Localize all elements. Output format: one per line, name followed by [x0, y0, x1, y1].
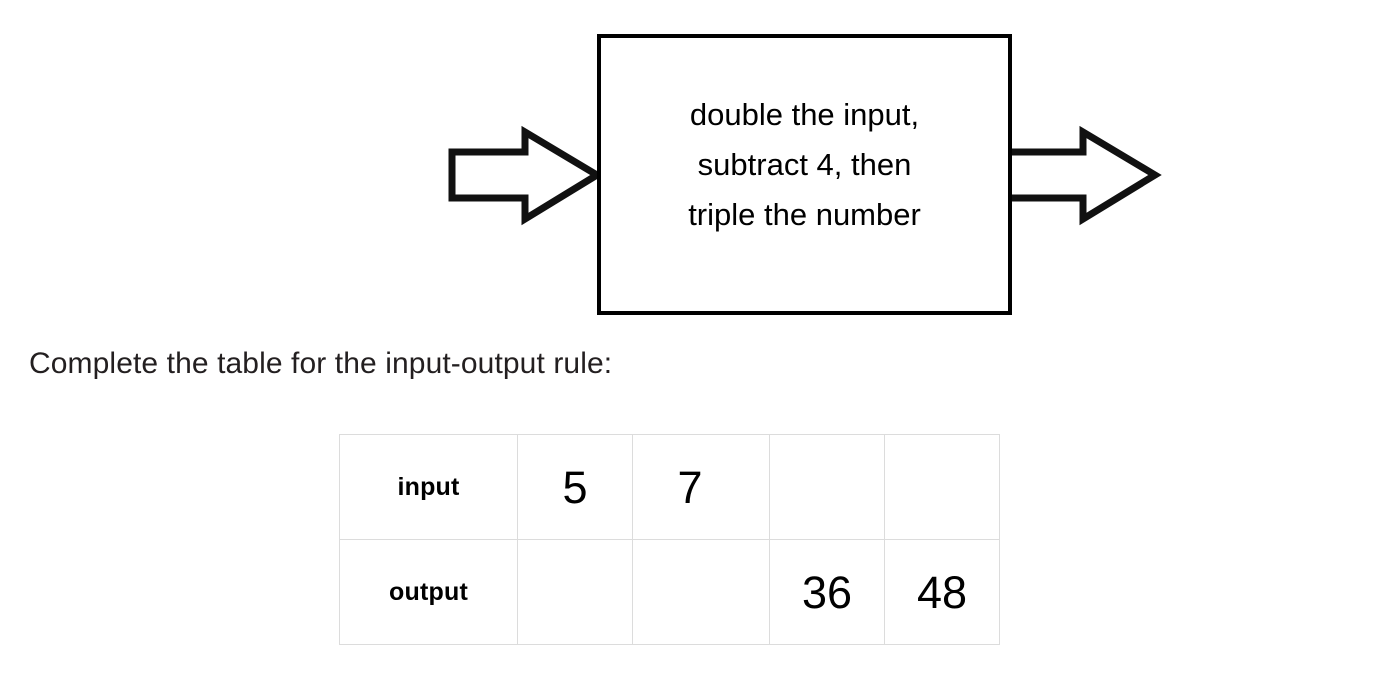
page-title: Complete the table for the input-output … [29, 347, 613, 380]
input-output-table: input 5 7 output 36 48 [339, 434, 1000, 645]
function-machine-diagram: double the input, subtract 4, then tripl… [0, 0, 1378, 330]
input-arrow-icon [448, 125, 604, 226]
cell-output-4[interactable]: 48 [884, 539, 1000, 645]
cell-input-3[interactable] [769, 434, 885, 540]
output-arrow-icon [1007, 125, 1162, 226]
cell-input-1[interactable]: 5 [517, 434, 633, 540]
cell-output-2[interactable] [632, 539, 770, 645]
cell-input-4[interactable] [884, 434, 1000, 540]
function-rule-text: double the input, subtract 4, then tripl… [688, 97, 921, 232]
cell-output-1[interactable] [517, 539, 633, 645]
cell-input-2[interactable]: 7 [632, 434, 770, 540]
row-label-input: input [339, 434, 518, 540]
function-machine-box: double the input, subtract 4, then tripl… [597, 34, 1012, 315]
table-row-input: input 5 7 [339, 434, 1000, 540]
row-label-output: output [339, 539, 518, 645]
io-table: input 5 7 output 36 48 [339, 434, 1000, 645]
cell-output-3[interactable]: 36 [769, 539, 885, 645]
table-row-output: output 36 48 [339, 539, 1000, 645]
